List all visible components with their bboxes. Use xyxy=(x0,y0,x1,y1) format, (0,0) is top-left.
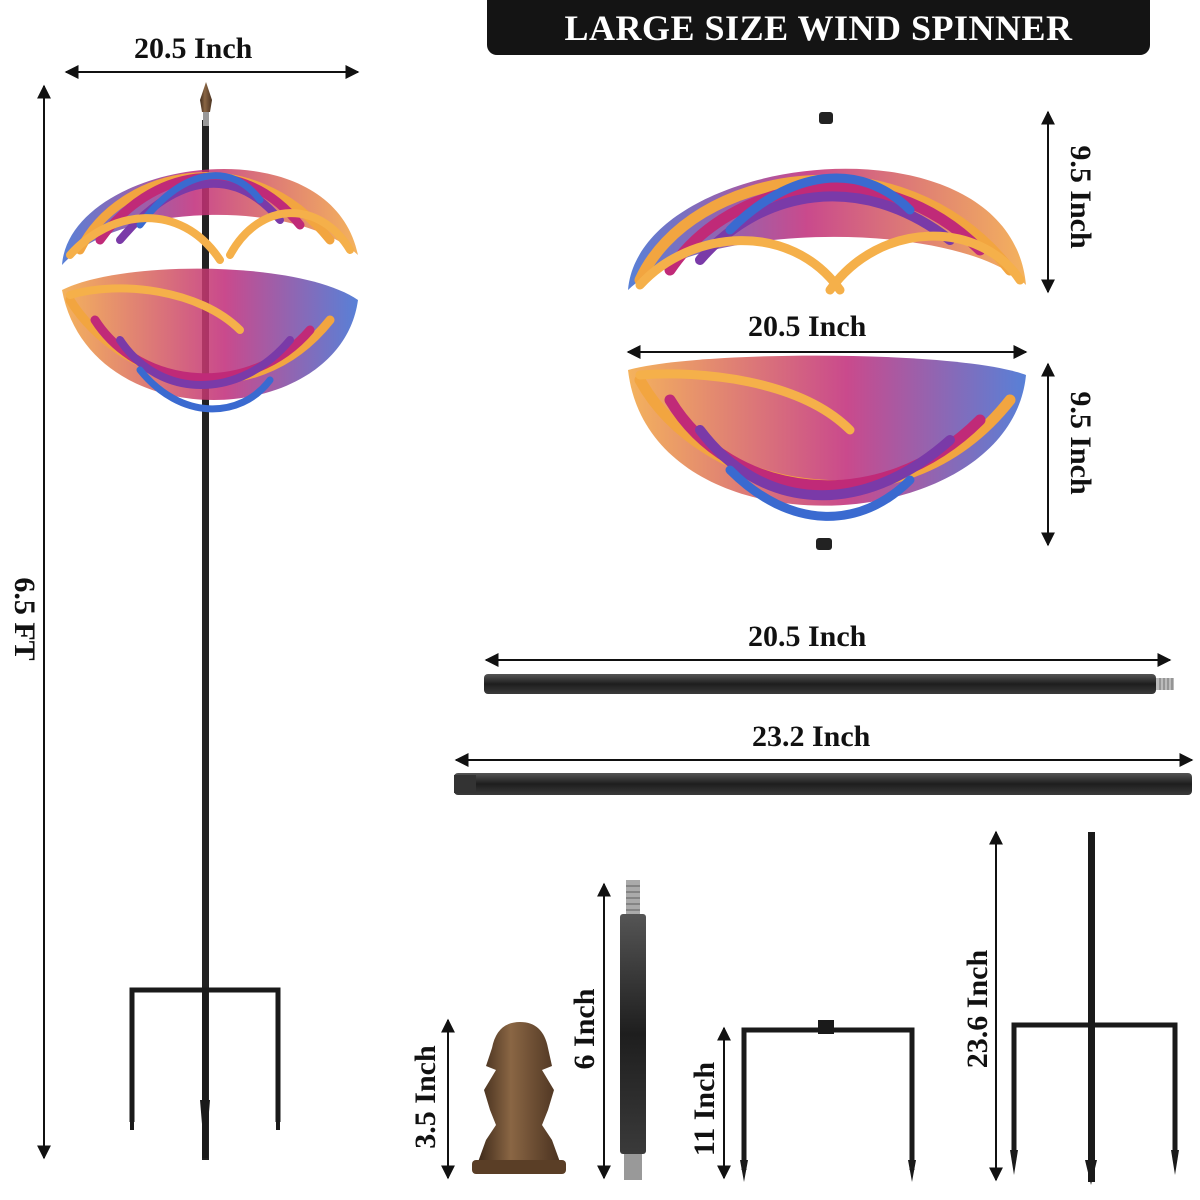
pole-long-label: 23.2 Inch xyxy=(752,720,871,753)
stand-illustration xyxy=(740,1020,916,1182)
pole-short-label: 20.5 Inch xyxy=(748,620,867,653)
bottom-half-height-label: 9.5 Inch xyxy=(1064,391,1097,495)
spinner-bottom-half-illustration xyxy=(628,355,1026,550)
spinner-top-half-illustration xyxy=(628,112,1026,295)
stake-height-label: 23.6 Inch xyxy=(961,949,994,1069)
ground-stake-illustration xyxy=(1010,832,1179,1185)
assembled-height-label: 6.5 FT xyxy=(8,577,41,661)
stand-height-label: 11 Inch xyxy=(688,1061,721,1157)
assembled-width-label: 20.5 Inch xyxy=(134,32,253,65)
top-half-height-label: 9.5 Inch xyxy=(1064,145,1097,249)
connector-rod-illustration xyxy=(620,880,646,1180)
spinner-assembled-illustration xyxy=(62,82,358,1160)
finial-height-label: 3.5 Inch xyxy=(409,1045,442,1149)
pole-short-illustration xyxy=(484,653,1174,694)
banner-title: LARGE SIZE WIND SPINNER xyxy=(487,0,1150,55)
pole-long-illustration xyxy=(454,753,1194,795)
top-half-width-label: 20.5 Inch xyxy=(748,310,867,343)
finial-illustration xyxy=(472,1022,566,1174)
connector-height-label: 6 Inch xyxy=(568,988,601,1070)
